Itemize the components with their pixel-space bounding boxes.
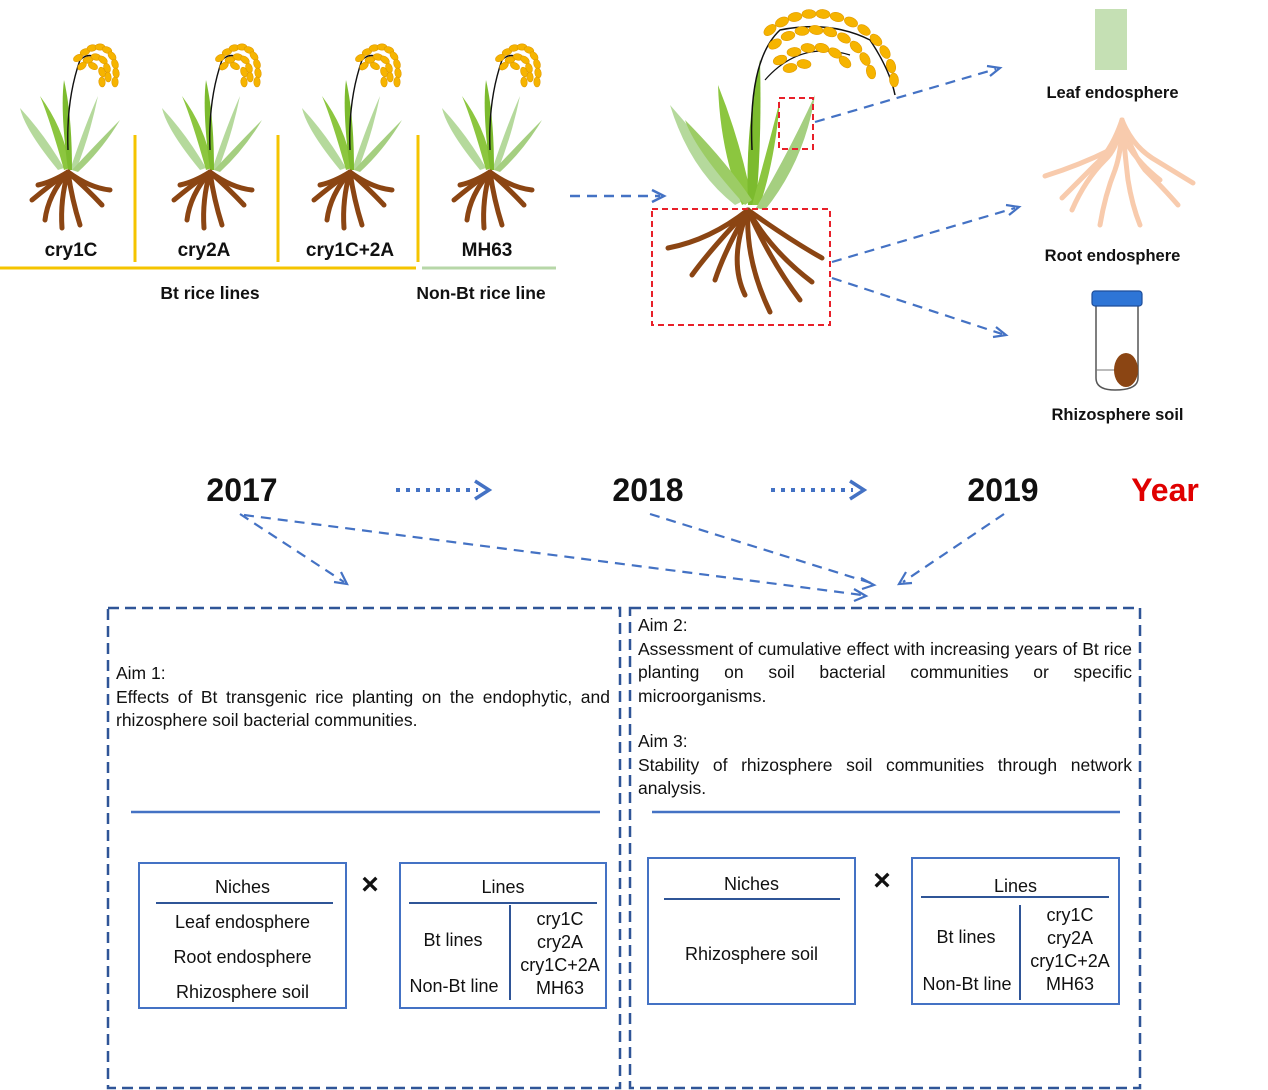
nonbt-group-label: Non-Bt rice line: [416, 283, 546, 303]
line-item: cry1C+2A: [1030, 951, 1110, 971]
rice-plant-icon: [442, 44, 542, 228]
aim1-block: Aim 1: Effects of Bt transgenic rice pla…: [116, 662, 610, 733]
bt-group-label: Bt rice lines: [160, 283, 260, 303]
aim3-text: Stability of rhizosphere soil communitie…: [638, 754, 1132, 799]
niches-table-1: [138, 862, 347, 1009]
lines-table-2: [911, 857, 1120, 1005]
line-label-cry2a: cry2A: [177, 240, 231, 261]
line-label-cry1c2a: cry1C+2A: [305, 240, 395, 261]
aim1-panel: [106, 606, 622, 1090]
root-endosphere-icon: [1042, 117, 1196, 228]
rice-plant-icon: [302, 44, 402, 228]
rhizosphere-soil-label: Rhizosphere soil: [1051, 406, 1184, 424]
niches-header-1: Niches: [214, 877, 271, 897]
bt-lines-label: Bt lines: [936, 927, 996, 947]
nonbt-line-label: Non-Bt line: [922, 974, 1012, 994]
rice-plant-icon: [20, 44, 120, 228]
root-sample-box: [651, 208, 831, 326]
leaf-endosphere-icon: [1095, 9, 1127, 70]
to-sample-arrow: [570, 188, 667, 204]
niche-item: Leaf endosphere: [174, 912, 311, 932]
niches-table-2: [647, 857, 856, 1005]
aim3-title: Aim 3:: [638, 731, 688, 751]
year-2019: 2019: [967, 472, 1039, 508]
year-2018: 2018: [612, 472, 684, 508]
line-item: cry1C: [1046, 905, 1094, 925]
line-label-mh63: MH63: [461, 240, 513, 261]
timeline-arrows: [396, 479, 868, 501]
line-item: cry2A: [536, 932, 583, 952]
leaf-endosphere-label: Leaf endosphere: [1046, 84, 1179, 102]
aim2-title: Aim 2:: [638, 615, 688, 635]
times-icon: ×: [361, 868, 379, 901]
times-icon: ×: [873, 864, 891, 897]
lines-header-1: Lines: [481, 877, 525, 897]
year-axis-label: Year: [1131, 472, 1199, 508]
large-rice-plant-icon: [665, 9, 899, 315]
aim1-text: Effects of Bt transgenic rice planting o…: [116, 686, 610, 731]
lines-table-1: [399, 862, 607, 1009]
rice-plant-icon: [162, 44, 262, 228]
soil-tube-icon: [1091, 290, 1143, 391]
nonbt-line-label: Non-Bt line: [409, 976, 499, 996]
line-label-cry1c: cry1C: [44, 240, 98, 261]
aim3-block: Aim 3: Stability of rhizosphere soil com…: [638, 730, 1132, 801]
niches-header-2: Niches: [723, 874, 780, 894]
line-separators: [0, 135, 556, 270]
aim2-block: Aim 2: Assessment of cumulative effect w…: [638, 614, 1132, 708]
bt-lines-label: Bt lines: [423, 930, 483, 950]
niche-item: Rhizosphere soil: [684, 944, 819, 964]
leaf-sample-box: [778, 97, 814, 150]
lines-header-2: Lines: [993, 876, 1038, 896]
year-2017: 2017: [206, 472, 278, 508]
line-item: cry1C: [536, 909, 584, 929]
line-item: MH63: [535, 978, 584, 998]
year-aim-arrows: [239, 512, 1005, 603]
aim23-panel: [628, 606, 1142, 1090]
sample-arrows: [814, 64, 1022, 339]
aim1-title: Aim 1:: [116, 663, 166, 683]
niche-item: Root endosphere: [173, 947, 312, 967]
root-endosphere-label: Root endosphere: [1044, 247, 1181, 265]
niche-item: Rhizosphere soil: [175, 982, 310, 1002]
line-item: MH63: [1045, 974, 1094, 994]
line-item: cry2A: [1046, 928, 1093, 948]
line-item: cry1C+2A: [520, 955, 600, 975]
aim2-text: Assessment of cumulative effect with inc…: [638, 638, 1132, 706]
